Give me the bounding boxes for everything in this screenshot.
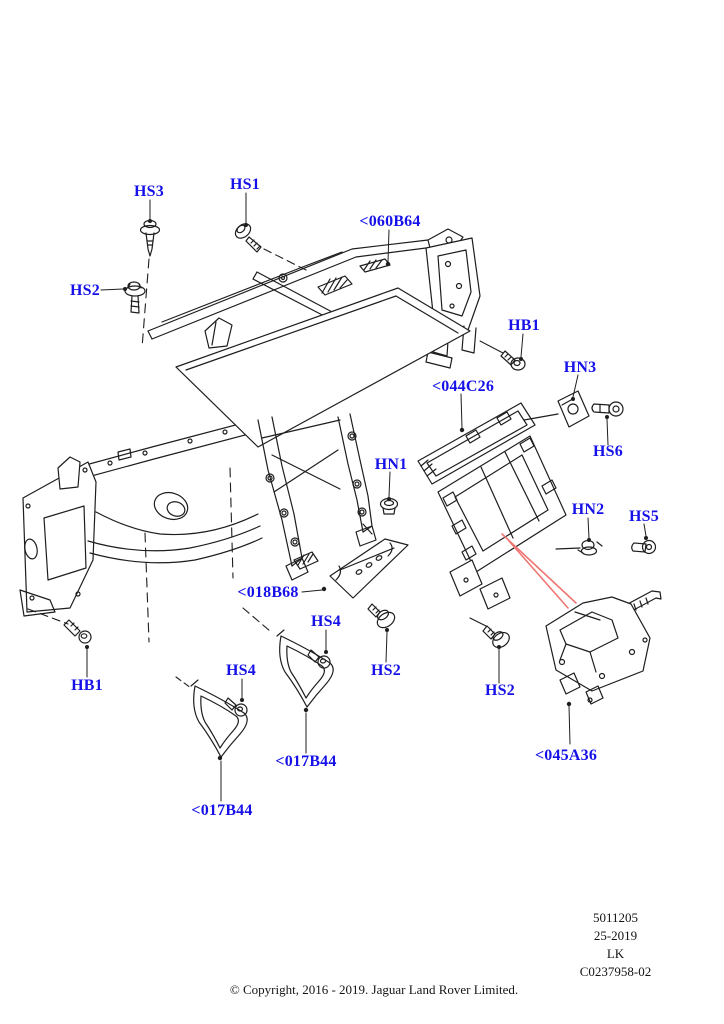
doc-ref-market: LK xyxy=(606,946,625,961)
part-label-060b64: <060B64 xyxy=(359,213,421,230)
part-label-hs2-mid: HS2 xyxy=(371,662,401,679)
module-045a36 xyxy=(469,590,662,705)
doc-ref-issue: 25-2019 xyxy=(593,928,638,943)
fastener-hs3-clip xyxy=(139,219,161,257)
part-label-hs4-right: HS4 xyxy=(311,613,341,630)
red-locator-lines xyxy=(501,533,577,609)
part-label-018b68: <018B68 xyxy=(237,584,299,601)
part-label-hn1: HN1 xyxy=(374,456,408,473)
trim-017b44-mid xyxy=(276,629,334,708)
label-leader-lines xyxy=(86,192,647,802)
part-label-hs3: HS3 xyxy=(134,183,164,200)
fastener-hs2-bottom-right-bolt xyxy=(482,625,510,649)
dashed-leader-lines xyxy=(27,248,309,689)
copyright-notice: © Copyright, 2016 - 2019. Jaguar Land Ro… xyxy=(229,982,519,997)
fastener-hs6-screw xyxy=(591,401,624,417)
fastener-hb1-top-bolt xyxy=(500,350,526,371)
ip-frame-assembly xyxy=(19,228,481,617)
fastener-hs2-mid-bolt xyxy=(367,603,396,629)
leader-end-dots xyxy=(85,219,648,761)
part-label-hs5: HS5 xyxy=(629,508,659,525)
part-label-hs2-top-left: HS2 xyxy=(70,282,100,299)
part-label-044c26: <044C26 xyxy=(431,378,495,395)
fastener-hs4-left-screw xyxy=(224,697,248,717)
part-label-hb1-top: HB1 xyxy=(508,317,540,334)
display-bezel-044c26 xyxy=(417,402,581,610)
bracket-018b68 xyxy=(329,538,409,599)
fastener-hs4-right-screw xyxy=(307,649,331,669)
part-label-045a36: <045A36 xyxy=(534,747,598,764)
part-label-hs2-bottom-right: HS2 xyxy=(485,682,515,699)
doc-ref-drawing: C0237958-02 xyxy=(579,964,652,979)
part-label-017b44-mid: <017B44 xyxy=(275,753,337,770)
part-label-hn3: HN3 xyxy=(563,359,597,376)
document-reference-block: 5011205 25-2019 LK C0237958-02 xyxy=(558,909,673,981)
fastener-hn3-clip-nut xyxy=(557,390,590,428)
part-label-hn2: HN2 xyxy=(571,501,605,518)
part-label-hb1-bottom: HB1 xyxy=(71,677,103,694)
part-label-hs1: HS1 xyxy=(230,176,260,193)
part-label-017b44-left: <017B44 xyxy=(191,802,253,819)
doc-ref-number: 5011205 xyxy=(592,910,639,925)
part-label-hs6: HS6 xyxy=(593,443,623,460)
part-label-hs4-left: HS4 xyxy=(226,662,256,679)
fastener-hs5-screw xyxy=(631,539,657,555)
